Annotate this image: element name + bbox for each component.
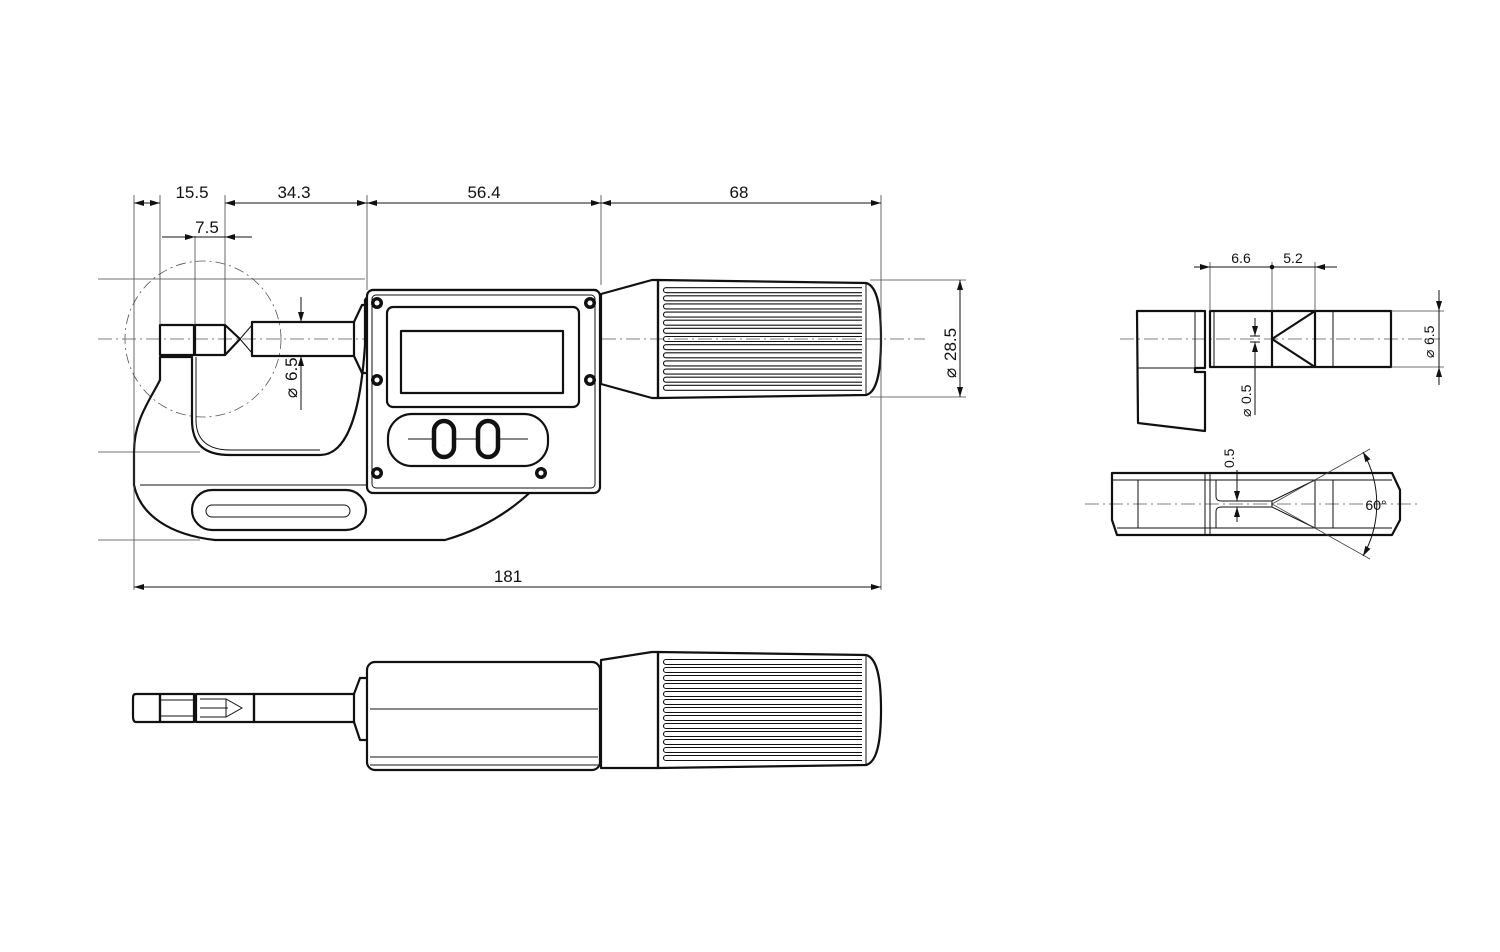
- top-blade: [200, 698, 244, 718]
- top-thimble-knurling: [662, 658, 862, 762]
- frame-inner-edge: [195, 357, 320, 451]
- detail-view-lower: 0.5 60°: [1085, 448, 1420, 560]
- knurl-rib: [662, 722, 862, 730]
- spindle-chamfer: [239, 324, 253, 354]
- display-housing-inner: [371, 294, 596, 489]
- knurl-rib: [662, 384, 862, 391]
- knurl-rib: [662, 682, 862, 690]
- knurl-rib: [662, 698, 862, 706]
- dim-5-2: 5.2: [1283, 250, 1303, 266]
- diameter-symbol: ⌀: [282, 388, 301, 398]
- angle-arc: [1362, 451, 1378, 557]
- dim-6-5: 6.5: [282, 357, 301, 381]
- angle-extension: [1271, 503, 1371, 560]
- knurl-rib: [662, 730, 862, 738]
- top-anvil: [131, 692, 162, 724]
- knurl-rib: [662, 754, 862, 762]
- button-left[interactable]: 0: [431, 418, 457, 460]
- knurl-rib: [662, 311, 862, 318]
- housing-screws: [371, 297, 596, 479]
- knurl-rib: [662, 746, 862, 754]
- dim-0-5: 0.5: [1221, 448, 1237, 468]
- button-right[interactable]: 0: [475, 418, 501, 460]
- thimble-knurling: [662, 287, 862, 391]
- dim-detail-6-5: 6.5: [1421, 325, 1437, 345]
- button-right-label: 0: [488, 445, 489, 447]
- front-view: 0 0 15.5 34.3 56.4 68 7.5: [98, 183, 966, 590]
- dim-tip-dia: ⌀ 0.5: [1238, 384, 1254, 417]
- dim-7-5: 7.5: [195, 218, 219, 237]
- anvil: [158, 323, 196, 357]
- angle-extension: [1271, 448, 1371, 505]
- dim-dot: [1269, 264, 1275, 270]
- top-view: [131, 650, 883, 772]
- insulation-pad: [190, 488, 368, 532]
- knurl-rib: [662, 658, 862, 666]
- dim-spindle-dia: ⌀ 6.5: [282, 357, 301, 398]
- dim-28-5: 28.5: [941, 328, 960, 361]
- spindle-point: [224, 324, 242, 356]
- dim-34-3: 34.3: [277, 183, 310, 202]
- diameter-symbol: ⌀: [1421, 349, 1437, 358]
- top-body: [365, 660, 602, 772]
- detail-spindle: [1313, 309, 1393, 369]
- anvil-detail-circle: [124, 260, 282, 418]
- lcd-frame: [385, 305, 581, 409]
- top-anvil-face: [158, 692, 196, 724]
- knurl-rib: [662, 344, 862, 351]
- top-thimble: [656, 650, 883, 770]
- dim-68: 68: [730, 183, 749, 202]
- diameter-symbol: ⌀: [1238, 408, 1254, 417]
- dim-15-5: 15.5: [175, 183, 208, 202]
- knurl-rib: [662, 674, 862, 682]
- knurl-rib: [662, 319, 862, 326]
- knurl-rib: [662, 738, 862, 746]
- detail-view-upper: 6.6 5.2 ⌀ 6.5 ⌀ 0.5: [1120, 250, 1444, 433]
- knurl-rib: [662, 335, 862, 343]
- detail-cone: [1270, 309, 1317, 369]
- dim-6-6: 6.6: [1231, 250, 1251, 266]
- dim-0-5-dia: 0.5: [1238, 384, 1254, 404]
- dim-thimble-dia: ⌀ 28.5: [941, 328, 960, 378]
- dim-181: 181: [494, 567, 522, 586]
- knurl-rib: [662, 376, 862, 383]
- knurl-rib: [662, 352, 862, 359]
- knurl-rib: [662, 327, 862, 334]
- knurl-rib: [662, 295, 862, 302]
- detail2-body: [1110, 471, 1402, 537]
- knurl-rib: [662, 666, 862, 674]
- dim-56-4: 56.4: [467, 183, 500, 202]
- insulation-pad-inner: [205, 504, 351, 518]
- button-panel: [386, 412, 550, 468]
- knurl-rib: [662, 287, 862, 294]
- detail2-blade: [1215, 479, 1316, 529]
- diameter-symbol: ⌀: [941, 368, 960, 378]
- dim-detail-dia: ⌀ 6.5: [1421, 325, 1437, 358]
- detail-anvil: [1135, 309, 1207, 433]
- knurl-rib: [662, 714, 862, 722]
- knurl-rib: [662, 690, 862, 698]
- knurl-rib: [662, 360, 862, 367]
- spindle-tip: [193, 323, 227, 357]
- button-left-label: 0: [444, 445, 445, 447]
- lcd-screen: [399, 329, 565, 395]
- top-sleeve: [599, 650, 660, 770]
- knurl-rib: [662, 706, 862, 714]
- display-housing: [365, 288, 602, 495]
- top-spindle: [252, 692, 356, 724]
- knurl-rib: [662, 303, 862, 310]
- knurl-rib: [662, 368, 862, 375]
- dim-60-deg: 60°: [1365, 497, 1386, 513]
